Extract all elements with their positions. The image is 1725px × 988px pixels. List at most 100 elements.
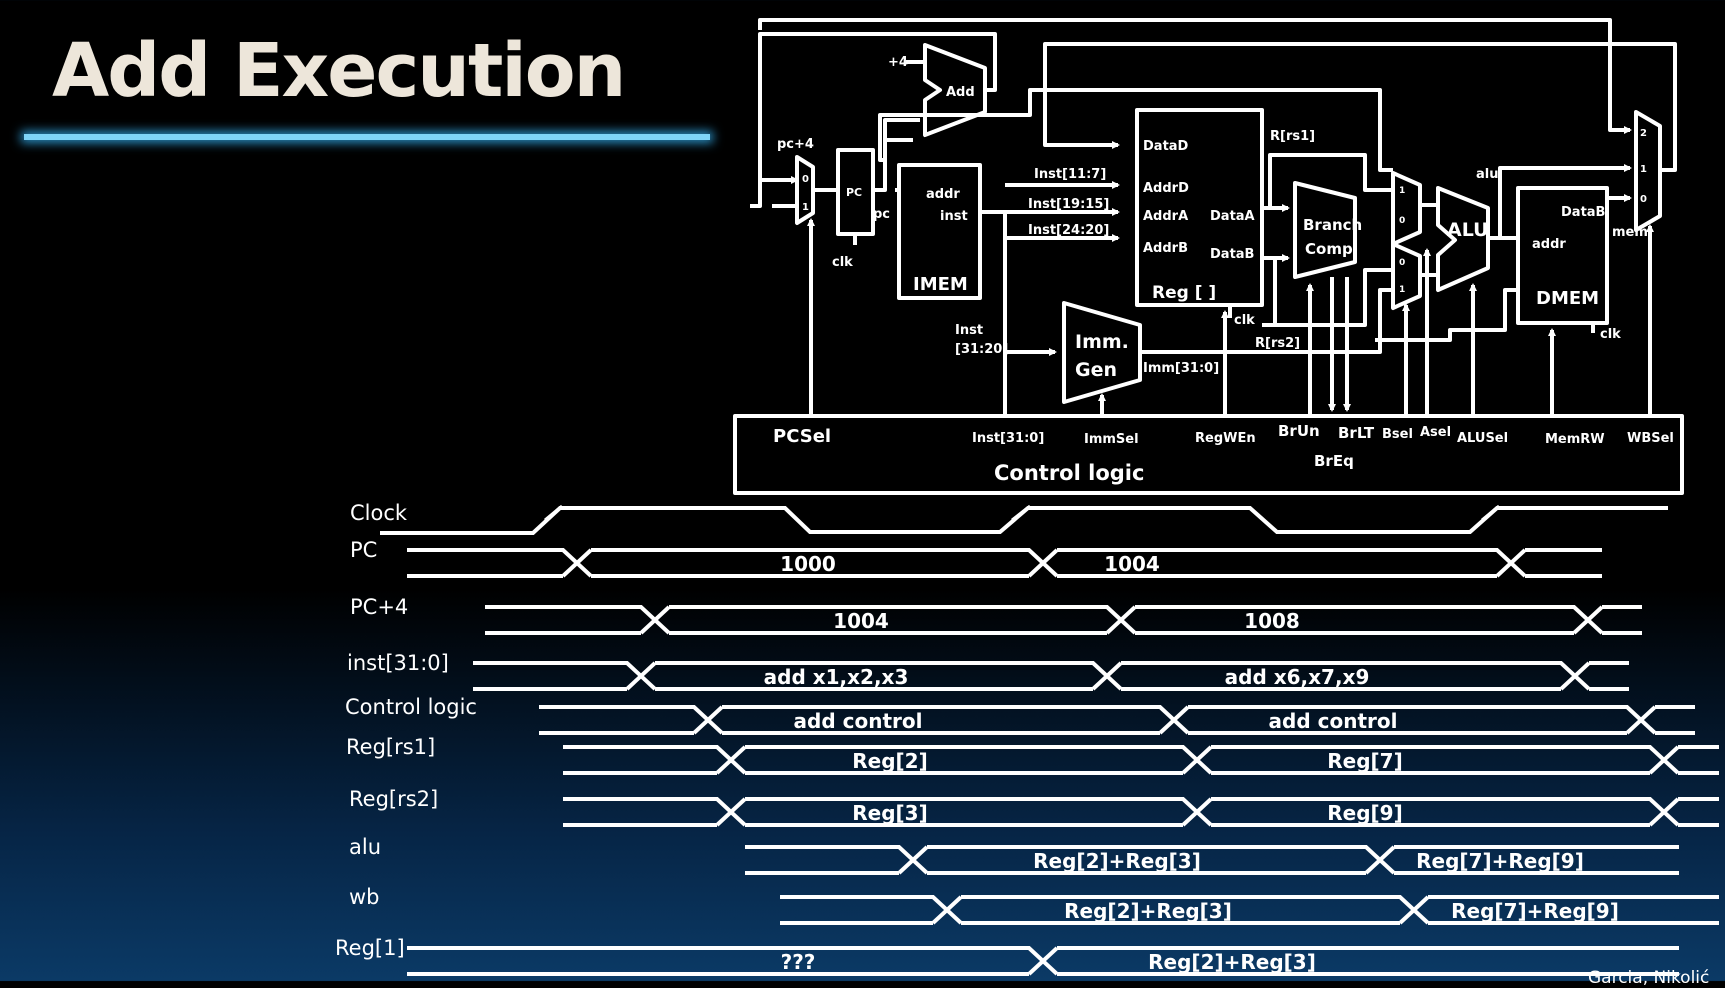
bus-waveform: [539, 705, 1695, 735]
signal-row: Control logic add control add control: [345, 695, 1695, 735]
r-rs2-label: R[rs2]: [1255, 336, 1300, 351]
signal-label: Control logic: [345, 695, 477, 719]
control-pcsel: PCSel: [773, 426, 831, 447]
signal-value: add x1,x2,x3: [764, 665, 909, 689]
datapath-diagram: [733, 18, 1684, 495]
inst-19-15-label: Inst[19:15]: [1028, 197, 1109, 212]
signal-label: Reg[1]: [335, 936, 405, 960]
signal-value: 1008: [1244, 609, 1300, 633]
signal-label: Reg[rs2]: [349, 787, 438, 811]
branch-comp-label-b: Comp: [1305, 240, 1353, 258]
regfile-label: Reg [ ]: [1152, 283, 1216, 303]
control-bsel: Bsel: [1382, 427, 1413, 442]
control-breq: BrEq: [1314, 452, 1354, 470]
bus-waveform: [407, 548, 1602, 578]
control-logic-title: Control logic: [994, 461, 1144, 485]
adder-label: Add: [946, 85, 975, 100]
addr-b-label: AddrB: [1143, 241, 1188, 256]
control-immsel: ImmSel: [1084, 432, 1139, 447]
alu-block: [1436, 186, 1490, 292]
signal-value: add control: [1269, 709, 1398, 733]
signal-value: add control: [794, 709, 923, 733]
bsel-mux-0: 0: [1399, 258, 1405, 268]
pc-wire-label: pc: [873, 207, 890, 222]
control-logic-block: [733, 414, 1684, 495]
asel-mux: [1391, 171, 1422, 246]
data-d-label: DataD: [1143, 139, 1189, 154]
data-b-label: DataB: [1210, 247, 1254, 262]
r-rs1-label: R[rs1]: [1270, 129, 1315, 144]
imm-gen-block: [1062, 301, 1142, 404]
imm-gen-label-a: Imm.: [1075, 331, 1129, 353]
addr-a-label: AddrA: [1143, 209, 1188, 224]
wb-mux-2: 2: [1640, 128, 1647, 139]
slide-credit: Garcia, Nikolić: [1588, 968, 1710, 988]
signal-label: inst[31:0]: [347, 651, 449, 675]
control-brlt: BrLT: [1338, 424, 1375, 442]
bus-waveform: [780, 895, 1719, 925]
signal-value: Reg[2]+Reg[3]: [1148, 950, 1316, 974]
pc-mux-1: 1: [802, 202, 809, 213]
signal-value: ???: [781, 950, 816, 974]
control-wbsel: WBSel: [1627, 431, 1674, 446]
dmem-datab-label: DataB: [1561, 205, 1605, 220]
datapath-labels: +4 Add pc+4 0 1 PC pc clk addr inst IMEM…: [773, 55, 1674, 485]
signal-value: 1004: [1104, 552, 1160, 576]
signal-label: alu: [349, 835, 381, 859]
imm-gen-label-b: Gen: [1075, 359, 1117, 381]
pc-clk-label: clk: [832, 255, 853, 270]
control-alusel: ALUSel: [1457, 431, 1508, 446]
slide-title: Add Execution: [52, 28, 626, 114]
addr-d-label: AddrD: [1143, 181, 1189, 196]
pc-adder: [923, 43, 987, 137]
signal-label: wb: [349, 885, 380, 909]
signal-label: Reg[rs1]: [346, 735, 435, 759]
pc-plus4-label: pc+4: [777, 137, 814, 152]
signal-label: PC: [350, 538, 377, 562]
bsel-mux-1: 1: [1399, 285, 1405, 295]
clock-edge-mark-3: [1481, 504, 1500, 522]
wb-mux-1: 1: [1640, 164, 1647, 175]
asel-mux-1: 1: [1399, 186, 1405, 196]
imm-31-0-label: Imm[31:0]: [1143, 361, 1219, 376]
inst-31-20-label-b: [31:20]: [955, 342, 1008, 357]
control-regwen: RegWEn: [1195, 431, 1256, 446]
signal-value: Reg[7]+Reg[9]: [1451, 899, 1619, 923]
signal-row: PC 1000 1004: [350, 538, 1602, 578]
inst-31-20-label-a: Inst: [955, 323, 983, 338]
imem-inst-label: inst: [940, 209, 968, 224]
imem-block: [897, 163, 982, 300]
clock-label: Clock: [350, 501, 408, 525]
signal-value: Reg[7]+Reg[9]: [1416, 849, 1584, 873]
control-inst: Inst[31:0]: [972, 431, 1044, 446]
signal-value: add x6,x7,x9: [1225, 665, 1370, 689]
signal-label: PC+4: [350, 595, 408, 619]
bus-waveform: [473, 661, 1629, 691]
asel-mux-0: 0: [1399, 216, 1405, 226]
dmem-block: [1516, 186, 1609, 325]
signal-value: Reg[7]: [1327, 749, 1402, 773]
bus-waveform: [745, 845, 1679, 875]
bus-waveform: [563, 797, 1719, 827]
alu-label: ALU: [1447, 219, 1489, 241]
data-a-label: DataA: [1210, 209, 1255, 224]
signal-value: Reg[2]+Reg[3]: [1033, 849, 1201, 873]
clock-edge-mark-2: [1011, 504, 1031, 522]
pc-mux: [795, 155, 815, 225]
signal-value: Reg[9]: [1327, 801, 1402, 825]
imem-label: IMEM: [913, 274, 968, 295]
signal-row: Reg[rs1] Reg[2] Reg[7]: [346, 735, 1719, 775]
alu-wire-label: alu: [1476, 167, 1498, 182]
inst-24-20-label: Inst[24:20]: [1028, 223, 1109, 238]
mem-wire-label: mem: [1612, 225, 1648, 240]
signal-value: 1000: [780, 552, 836, 576]
bus-waveform: [485, 605, 1642, 635]
signal-value: Reg[2]: [852, 749, 927, 773]
dmem-label: DMEM: [1536, 288, 1599, 309]
